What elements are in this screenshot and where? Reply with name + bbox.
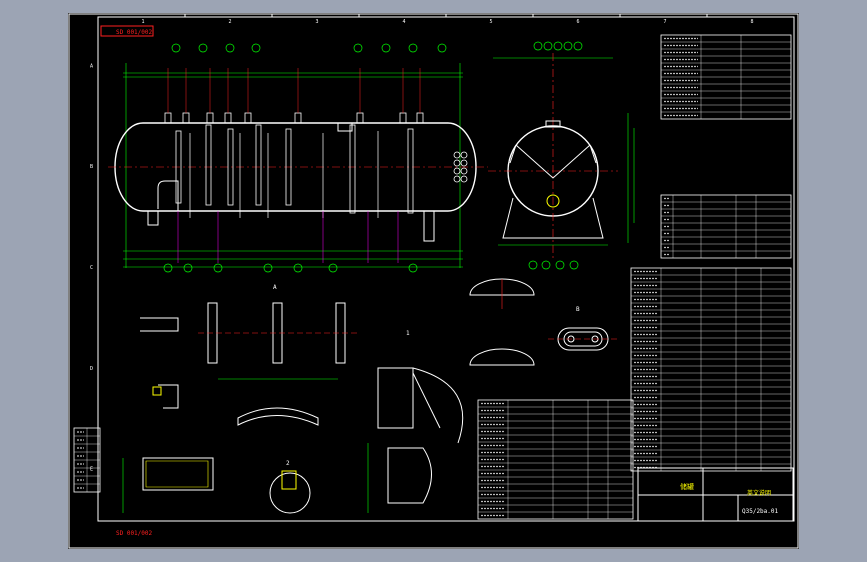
detail-2-label: 2 xyxy=(286,460,290,467)
vessel-side-view xyxy=(488,53,635,258)
col-mark: 3 xyxy=(316,19,319,25)
design-data-table xyxy=(660,34,792,120)
col-mark: 1 xyxy=(142,19,145,25)
vessel-front-view xyxy=(108,41,583,273)
top-stamp: SD 001/002 xyxy=(116,29,153,36)
nozzle-table xyxy=(660,194,792,259)
detail-views xyxy=(122,278,618,514)
inner-frame xyxy=(97,16,795,522)
saddle-right xyxy=(423,210,435,242)
top-nozzles xyxy=(164,68,424,263)
engineering-drawing: 1 2 3 4 5 6 7 8A B C D E SD 001/002 SD 001/002 xyxy=(68,13,799,549)
row-mark: B xyxy=(90,164,93,170)
col-mark: 8 xyxy=(751,19,754,25)
title-block: 储罐 英文说明 Q35/2ba.01 xyxy=(637,467,794,522)
title-name: 储罐 xyxy=(680,482,694,491)
outer-frame xyxy=(68,13,799,549)
left-revision-block xyxy=(73,427,101,493)
internal-tubes xyxy=(175,122,414,218)
col-mark: 4 xyxy=(403,19,406,25)
bill-of-materials xyxy=(477,399,634,520)
col-mark: 5 xyxy=(490,19,493,25)
section-b-label: B xyxy=(576,306,580,313)
row-mark: C xyxy=(90,265,93,271)
detail-1-label: 1 xyxy=(406,330,410,337)
col-mark: 2 xyxy=(229,19,232,25)
top-stamp-box xyxy=(100,25,154,37)
parts-list-table xyxy=(630,267,792,472)
row-mark: D xyxy=(90,366,93,372)
part-balloons xyxy=(163,41,583,273)
title-category: 英文说明 xyxy=(747,489,771,497)
section-a-label: A xyxy=(273,284,277,291)
col-mark: 6 xyxy=(577,19,580,25)
col-mark: 7 xyxy=(664,19,667,25)
vessel-shell xyxy=(114,122,477,212)
title-drawing-no: Q35/2ba.01 xyxy=(742,508,779,515)
row-mark: E xyxy=(90,467,93,473)
row-mark: A xyxy=(90,63,93,69)
saddle-left xyxy=(147,210,159,226)
column-marks: 1 2 3 4 5 6 7 8A B C D E xyxy=(90,14,754,473)
bottom-stamp: SD 001/002 xyxy=(116,530,153,537)
